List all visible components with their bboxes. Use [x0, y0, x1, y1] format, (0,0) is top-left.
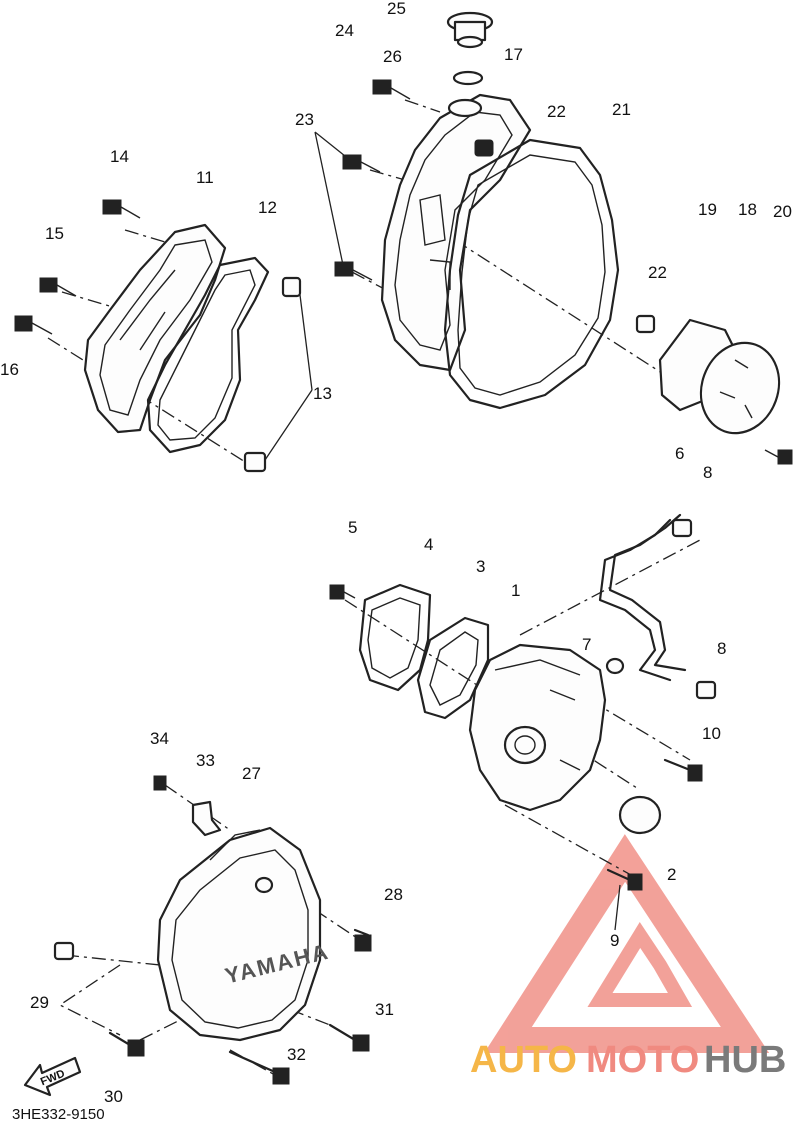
- callout-18: 18: [738, 200, 757, 219]
- callout-13: 13: [313, 384, 332, 403]
- callout-7: 7: [582, 635, 591, 654]
- diagram-code: 3HE332-9150: [12, 1106, 105, 1123]
- oil-filler-cap-25: [446, 11, 494, 49]
- watermark-text-moto: MOTO: [586, 1039, 699, 1081]
- filler-neck: [447, 98, 483, 118]
- gasket-21: [443, 138, 620, 410]
- plate-19: [658, 318, 737, 412]
- callout-34: 34: [150, 729, 169, 748]
- gasket-12: [146, 256, 270, 454]
- dowel-13b: [243, 451, 267, 473]
- bolt-16: [14, 315, 53, 335]
- bolt-24: [372, 79, 411, 100]
- fwd-arrow-icon: FWD: [23, 1056, 82, 1097]
- callout-10: 10: [702, 724, 721, 743]
- bolt-23b: [334, 261, 373, 281]
- bolt-20: [764, 449, 793, 465]
- middle-cover-assembly: [329, 513, 717, 931]
- dowel-29: [53, 941, 75, 961]
- callout-19: 19: [698, 200, 717, 219]
- generator-cover-assembly: YAMAHA FWD: [23, 775, 372, 1097]
- callout-24: 24: [335, 21, 354, 40]
- cover-4: [358, 583, 432, 692]
- bolt-32: [228, 1050, 290, 1085]
- o-ring-26: [452, 70, 484, 86]
- plate-18: [699, 341, 781, 435]
- callout-31: 31: [375, 1000, 394, 1019]
- generator-cover-27: [156, 826, 322, 1042]
- callout-9: 9: [610, 931, 619, 950]
- callout-6: 6: [675, 444, 684, 463]
- callout-5: 5: [348, 518, 357, 537]
- callout-23: 23: [295, 110, 314, 129]
- dowel-13a: [281, 276, 302, 298]
- callout-11: 11: [196, 168, 214, 187]
- dowel-22b: [635, 314, 656, 334]
- callout-8b: 8: [717, 639, 726, 658]
- dowel-8a: [671, 518, 693, 538]
- callout-12: 12: [258, 198, 277, 217]
- watermark-triangle-icon: [484, 834, 770, 1053]
- bolt-34: [153, 775, 167, 791]
- bolt-9: [606, 868, 643, 891]
- washer-7: [605, 657, 625, 675]
- callout-21: 21: [612, 100, 631, 119]
- bolt-23a: [342, 154, 381, 173]
- left-cover-assembly: [14, 199, 313, 473]
- plug-2: [618, 795, 662, 835]
- bolt-14: [102, 199, 141, 219]
- callout-32: 32: [287, 1045, 306, 1064]
- pipe-6: [598, 518, 672, 682]
- callout-29: 29: [30, 993, 49, 1012]
- callout-25: 25: [387, 0, 406, 18]
- watermark-text-auto: AUTO: [470, 1039, 577, 1081]
- callout-17: 17: [504, 45, 523, 64]
- callout-28: 28: [384, 885, 403, 904]
- callout-30: 30: [104, 1087, 123, 1106]
- callout-22b: 22: [648, 263, 667, 282]
- callout-numbers: 1 2 3 4 5 6 7 8 8 9 10 11 12 13 14 15 16…: [0, 0, 792, 1106]
- callout-15: 15: [45, 224, 64, 243]
- callout-26: 26: [383, 47, 402, 66]
- callout-1: 1: [511, 581, 520, 600]
- bracket-33: [191, 800, 222, 837]
- callout-20: 20: [773, 202, 792, 221]
- right-cover-assembly: [314, 11, 793, 465]
- callout-4: 4: [424, 535, 433, 554]
- bolt-10: [663, 758, 703, 782]
- bolt-31: [328, 1023, 370, 1052]
- bolt-28: [353, 928, 372, 952]
- bolt-5: [329, 584, 356, 600]
- callout-2: 2: [667, 865, 676, 884]
- watermark-logo: AUTO MOTO HUB: [470, 834, 786, 1081]
- bolt-15: [39, 277, 77, 297]
- callout-8a: 8: [703, 463, 712, 482]
- callout-27: 27: [242, 764, 261, 783]
- dowel-8b: [695, 680, 717, 700]
- callout-22a: 22: [547, 102, 566, 121]
- callout-16: 16: [0, 360, 19, 379]
- watermark-text-hub: HUB: [704, 1039, 786, 1081]
- callout-33: 33: [196, 751, 215, 770]
- callout-14: 14: [110, 147, 129, 166]
- callout-3: 3: [476, 557, 485, 576]
- housing-1: [468, 643, 607, 812]
- dowel-22a: [474, 139, 494, 157]
- clutch-cover-11: [83, 223, 227, 434]
- bolt-30: [108, 1031, 145, 1057]
- gasket-3: [416, 616, 490, 720]
